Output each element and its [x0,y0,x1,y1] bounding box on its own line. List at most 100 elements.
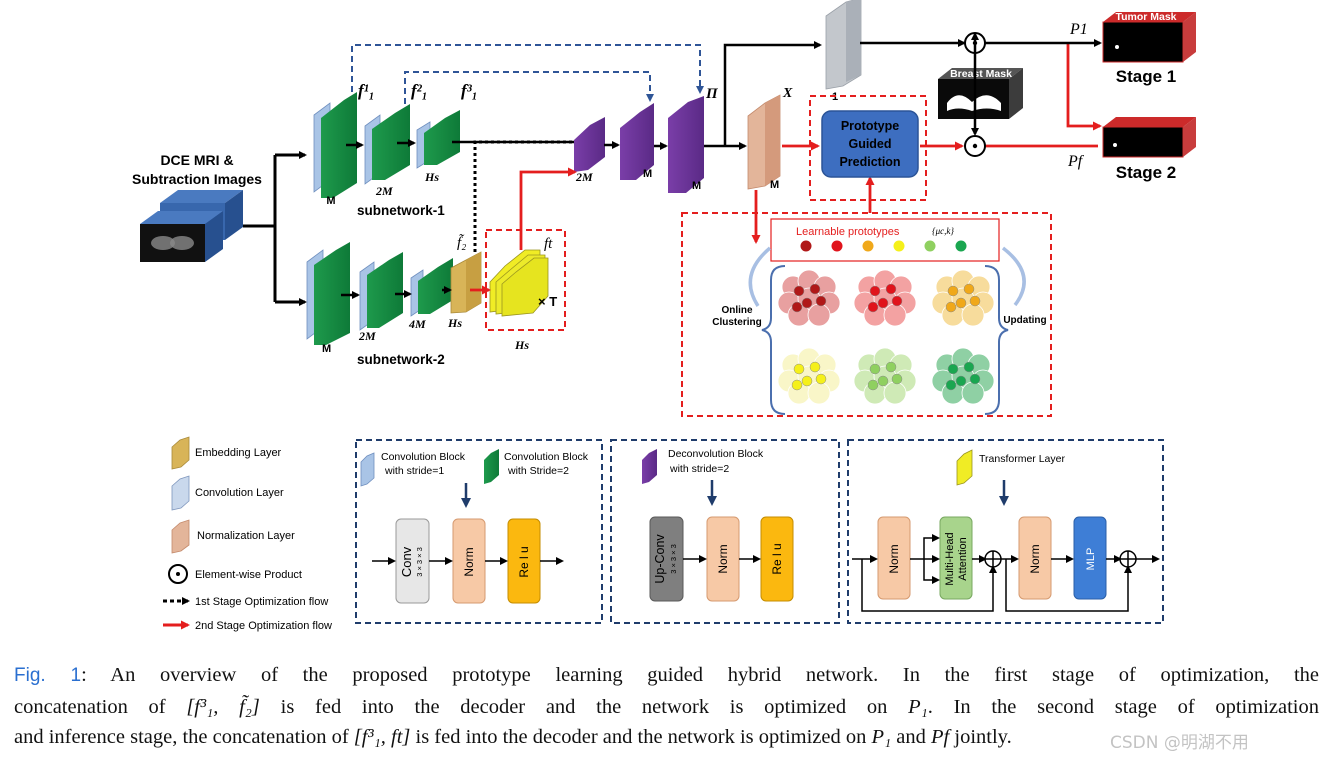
caption-line3c: and [891,726,932,748]
transformer-norm2-label: Norm [1028,544,1042,573]
prototype-cluster [931,269,995,327]
norm-block-x-label: X [782,86,793,101]
prototype-cluster [853,347,917,405]
subnet2-stage1-flow [473,140,572,252]
input-title-1: DCE MRI & [160,152,233,168]
clustering-right-brace [984,265,1009,415]
online-clustering-arc [748,246,772,307]
subnet1-feature-3: f³₁ [461,81,478,100]
transformer-add-1 [984,550,1002,568]
tumor-mask-cube-2 [1102,117,1196,158]
subnet2-hs-below: Hs [514,338,529,352]
deconv-upconv-label: Up-Conv [653,534,667,584]
deconv-upconv-kernel: 3 × 3 × 3 [669,544,678,574]
conv-relu-label: Re l u [517,546,531,577]
deconv-block-title-b: with stride=2 [669,463,729,475]
subnet1-feature-1: f¹₁ [358,81,375,100]
caption-line3-pf: Pf [931,726,950,748]
deconv-relu-box [760,516,794,602]
conv-block-title2b: with Stride=2 [507,465,569,477]
conv-block-title1b: with stride=1 [384,465,444,477]
norm-block-size: M [770,179,779,191]
watermark: CSDN @明湖不用 [1110,733,1249,753]
subnet2-size-2m: 2M [358,329,376,343]
prototype-box-line3: Prediction [839,155,900,169]
subnet2-label: subnetwork-2 [357,352,445,367]
deconv-relu-label: Re l u [770,543,784,574]
subnet2-block-1 [306,242,350,345]
subnet1-size-2m: 2M [375,184,393,198]
prototype-cluster [777,347,841,405]
deconv-block-title-a: Deconvolution Block [668,448,764,460]
transformer-add-2 [1119,550,1137,568]
caption-line2-p1: P₁ [908,695,928,718]
caption-line2-math: [f³₁, f̃₂] [186,695,260,718]
prototype-cluster [777,269,841,327]
input-image-stack [140,190,243,262]
subnet1-block-3 [416,110,460,169]
caption-label: Fig. 1 [14,665,82,686]
caption-line2b: is fed into the decoder and the network … [259,695,909,718]
transformer-mha-box [939,516,973,600]
transformer-block-icon [956,449,973,486]
subnet2-red-flow [470,167,577,295]
caption-line2c: . In the second stage of optimization [927,695,1319,718]
prototype-dot [955,240,967,252]
prototype-dots [800,240,967,252]
subnet2-size-hs: Hs [447,316,462,330]
deconv-block-icon [642,449,657,484]
tumor-mask-label-1: Tumor Mask [1115,11,1176,23]
output-p1: P1 [1069,21,1088,38]
caption-line3-p1: P₁ [871,726,892,748]
conv-op-kernel: 3 × 3 × 3 [415,547,424,577]
deconv-norm-label: Norm [716,544,730,573]
clustering-left-brace [761,265,786,415]
tumor-mask-cube-1 [1102,12,1196,63]
decoder-pi: Π [705,86,719,102]
decoder-size-m2: M [692,180,701,192]
legend-convolution-icon [171,475,190,511]
conv-block-stride1-icon [360,452,375,487]
decoder-size-m1: M [643,168,652,180]
output-pf: Pf [1067,153,1085,170]
prototype-dot [893,240,905,252]
figure-caption: Fig. 1: An overview of the proposed prot… [14,660,1319,753]
skip-connections [351,44,704,104]
updating-arc [1001,246,1026,307]
legend-elementwise-label: Element-wise Product [195,569,302,581]
transformer-mha-label-1: Multi-Head [944,532,956,585]
conv-block-frame [355,439,603,624]
caption-line-2: concatenation of [f³₁, f̃₂] is fed into … [14,692,1319,723]
subnet1-block-2 [364,104,410,185]
subnet2-arrows [341,286,452,299]
stage2-label: Stage 2 [1116,163,1176,182]
legend-elementwise-icon [168,564,188,584]
conv-block-title2a: Convolution Block [504,451,589,463]
transformer-block-frame [847,439,1164,624]
legend-normalization-icon [171,519,190,554]
stage1-label: Stage 1 [1116,67,1176,86]
subnet2-ft: ft [544,236,553,252]
subnet1-size-m: M [326,195,335,207]
learnable-prototypes-label: Learnable prototypes [796,226,900,238]
subnet2-times-t: × T [538,294,557,309]
decoder-block-3 [668,96,704,193]
decoder-size-2m: 2M [575,170,593,184]
subnet2-f2-tilde: f̃₂ [457,234,466,251]
prototype-clusters [777,269,995,405]
updating-label: Updating [1003,315,1046,326]
prototype-box-line1: Prototype [841,119,899,133]
subnet1-block-1 [313,92,357,198]
breast-mask-label: Breast Mask [950,68,1012,80]
input-split-arrows [243,151,307,306]
prototype-box-line2: Guided [848,137,891,151]
input-title-2: Subtraction Images [132,171,262,187]
legend-normalization-label: Normalization Layer [197,530,295,542]
deconv-block-frame [610,439,840,624]
transformer-block-title: Transformer Layer [979,453,1065,465]
decoder-block-2 [620,103,654,180]
norm-block-x [747,94,781,190]
caption-line3b: is fed into the decoder and the network … [410,726,872,748]
architecture-diagram: DCE MRI & Subtraction Images M 2M Hs sub… [132,0,1196,632]
